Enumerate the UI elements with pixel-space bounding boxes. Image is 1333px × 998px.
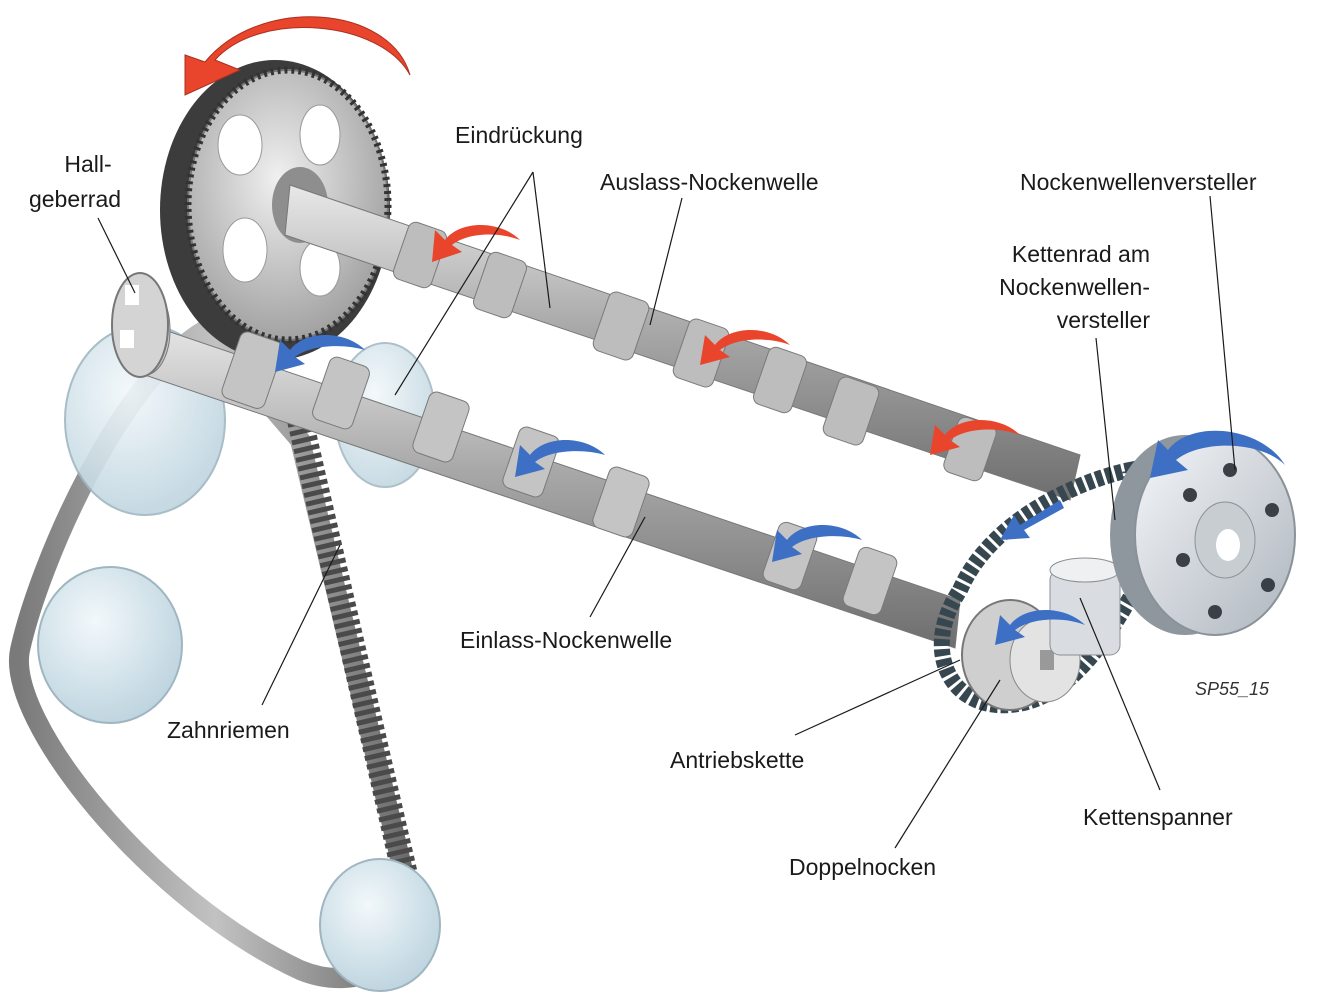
label-zahnriemen: Zahnriemen xyxy=(167,717,290,743)
camshaft-adjuster xyxy=(1110,435,1295,635)
label-kettenrad-line1: Kettenrad am xyxy=(1012,241,1150,267)
label-kettenrad-line3: versteller xyxy=(1057,307,1151,333)
label-nockenwellenversteller: Nockenwellenversteller xyxy=(1020,169,1257,195)
label-kettenrad-line2: Nockenwellen- xyxy=(999,274,1150,300)
label-auslass-nockenwelle: Auslass-Nockenwelle xyxy=(600,169,819,195)
label-hall-line1: Hall- xyxy=(64,151,111,177)
label-doppelnocken: Doppelnocken xyxy=(789,854,936,880)
chain-tensioner xyxy=(1050,558,1120,655)
hall-sender-wheel xyxy=(112,273,168,377)
label-hall-line2: geberrad xyxy=(29,186,121,212)
figure-code: SP55_15 xyxy=(1195,679,1270,699)
lower-pulley-left xyxy=(38,567,182,723)
label-einlass-nockenwelle: Einlass-Nockenwelle xyxy=(460,627,672,653)
lower-pulley-bottom xyxy=(320,859,440,991)
label-kettenspanner: Kettenspanner xyxy=(1083,804,1233,830)
label-antriebskette: Antriebskette xyxy=(670,747,804,773)
label-eindrueckung: Eindrückung xyxy=(455,122,583,148)
